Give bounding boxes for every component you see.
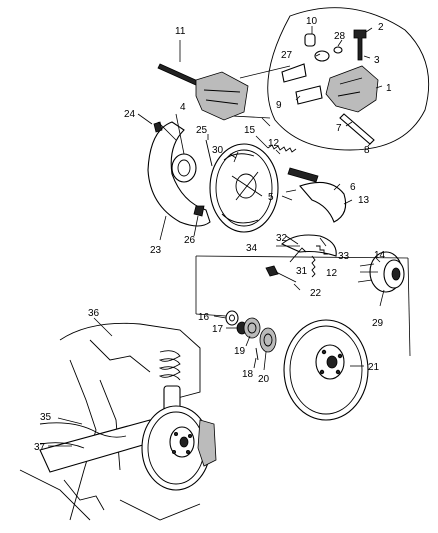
dust-shield xyxy=(147,113,211,241)
drum-brake-assembly xyxy=(209,135,297,233)
callout-17: 17 xyxy=(212,324,224,335)
brake-shoe-upper xyxy=(299,181,347,223)
brake-pad-outer xyxy=(281,63,307,83)
caliper-body xyxy=(325,65,379,113)
lever-31 xyxy=(289,247,307,263)
pin-25 xyxy=(205,139,213,167)
callout-25: 25 xyxy=(196,125,208,136)
guide-pin xyxy=(339,113,375,145)
coil-spring xyxy=(158,350,181,381)
callout-8: 8 xyxy=(364,145,370,156)
vehicle-suspension-illustration xyxy=(19,317,217,521)
clip-26 xyxy=(193,205,205,217)
callout-33: 33 xyxy=(338,251,350,262)
hub-bearing xyxy=(357,251,405,307)
brake-shoe-lower xyxy=(280,234,337,257)
callout-22: 22 xyxy=(310,288,322,299)
callout-31: 31 xyxy=(296,266,308,277)
callout-10: 10 xyxy=(306,16,318,27)
callout-36: 36 xyxy=(88,308,100,319)
callout-26: 26 xyxy=(184,235,196,246)
seal-20 xyxy=(259,327,277,353)
callout-16: 16 xyxy=(198,312,210,323)
callout-14: 14 xyxy=(374,250,386,261)
callout-20: 20 xyxy=(258,374,270,385)
callout-27: 27 xyxy=(281,50,293,61)
callout-12-upper: 12 xyxy=(268,138,280,149)
callout-1: 1 xyxy=(386,83,392,94)
callout-2: 2 xyxy=(378,22,384,33)
callout-32: 32 xyxy=(276,233,288,244)
hub-parts xyxy=(213,310,277,371)
brake-shoes xyxy=(276,167,353,278)
callout-18: 18 xyxy=(242,369,254,380)
screw-24 xyxy=(153,121,163,133)
dust-shield-center xyxy=(171,153,197,183)
callout-30: 30 xyxy=(212,145,224,156)
washer-16 xyxy=(225,310,239,326)
callout-13: 13 xyxy=(358,195,370,206)
caliper-assembly xyxy=(157,40,249,121)
spring-12-lower xyxy=(311,255,316,278)
callout-28: 28 xyxy=(334,31,346,42)
callout-7: 7 xyxy=(336,123,342,134)
callout-34: 34 xyxy=(246,243,258,254)
bleeder-cap xyxy=(304,33,316,47)
return-spring xyxy=(267,144,297,153)
callout-12-lower: 12 xyxy=(326,268,338,279)
callout-19: 19 xyxy=(234,346,246,357)
spring-33 xyxy=(316,245,328,255)
callout-21: 21 xyxy=(368,362,380,373)
callout-24: 24 xyxy=(124,109,136,120)
callout-35: 35 xyxy=(40,412,52,423)
callout-29: 29 xyxy=(372,318,384,329)
callout-4: 4 xyxy=(180,102,186,113)
piston-boot xyxy=(314,50,330,62)
brake-hose xyxy=(39,422,127,438)
caliper-inset xyxy=(231,7,430,151)
brake-pad-inner xyxy=(295,85,323,105)
backing-plate xyxy=(209,143,279,233)
bleeder-screw xyxy=(353,29,367,61)
callout-11: 11 xyxy=(175,26,186,37)
leader-lines xyxy=(157,117,297,193)
rotor-group-outline xyxy=(195,255,411,357)
brake-rotor xyxy=(283,319,369,421)
caliper-bolt xyxy=(157,63,201,87)
callout-6: 6 xyxy=(350,182,356,193)
bearing-19 xyxy=(243,317,261,339)
bolt-22 xyxy=(265,265,301,291)
callout-3: 3 xyxy=(374,55,380,66)
callout-labels: 1 2 3 4 5 6 7 8 9 10 11 12 12 13 14 15 1… xyxy=(34,16,392,453)
pin-18 xyxy=(255,347,259,361)
callout-23: 23 xyxy=(150,245,162,256)
callout-9: 9 xyxy=(276,100,282,111)
callout-5: 5 xyxy=(268,192,274,203)
adjuster xyxy=(287,167,319,183)
callout-37: 37 xyxy=(34,442,46,453)
callout-15: 15 xyxy=(244,125,256,136)
